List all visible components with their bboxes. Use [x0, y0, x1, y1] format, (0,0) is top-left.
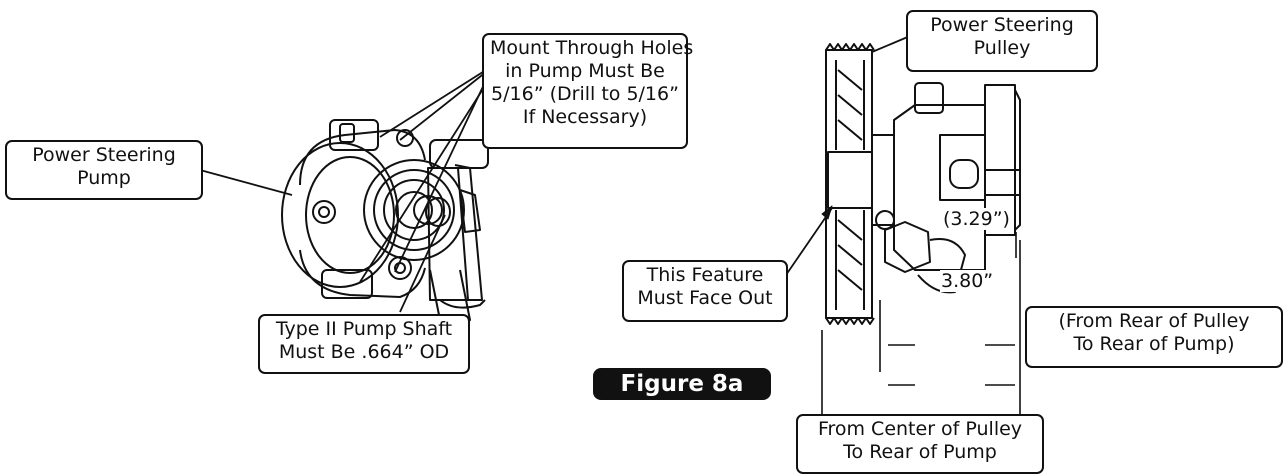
callout-center-note-line-2: To Rear of Pump: [843, 441, 997, 463]
callout-ps-pulley-line-2: Pulley: [973, 37, 1031, 59]
callout-ps-pulley: Power Steering Pulley: [906, 10, 1098, 72]
pump-drawing: [281, 119, 489, 326]
callout-type2-shaft-line-2: Must Be .664” OD: [278, 341, 450, 363]
callout-rear-note-line-2: To Rear of Pump): [1073, 333, 1235, 355]
callout-mount-holes-line-4: If Necessary): [522, 106, 648, 128]
figure-label: Figure 8a: [593, 368, 771, 400]
callout-ps-pulley-line-1: Power Steering: [930, 14, 1074, 36]
callout-type2-shaft-line-1: Type II Pump Shaft: [275, 318, 453, 340]
callout-ps-pump: Power Steering Pump: [5, 140, 203, 200]
callout-rear-note: (From Rear of Pulley To Rear of Pump): [1025, 306, 1283, 368]
dimension-center-to-rear: 3.80”: [940, 270, 995, 292]
callout-rear-note-line-1: (From Rear of Pulley: [1058, 310, 1250, 332]
callout-center-note-line-1: From Center of Pulley: [817, 418, 1023, 440]
callout-feature-out: This Feature Must Face Out: [622, 260, 788, 322]
callout-ps-pump-line-1: Power Steering: [32, 144, 176, 166]
pump-leaders: [199, 69, 491, 313]
callout-mount-holes-line-2: in Pump Must Be: [505, 60, 665, 82]
callout-feature-out-line-2: Must Face Out: [637, 287, 773, 309]
callout-type2-shaft: Type II Pump Shaft Must Be .664” OD: [258, 314, 470, 374]
callout-ps-pump-line-2: Pump: [77, 167, 131, 189]
dimension-rear-to-rear: (3.29”): [942, 208, 1011, 230]
callout-mount-holes-line-1: Mount Through Holes: [490, 37, 694, 59]
callout-feature-out-line-1: This Feature: [646, 264, 764, 286]
callout-mount-holes-line-3: 5/16” (Drill to 5/16”: [491, 83, 679, 105]
callout-center-note: From Center of Pulley To Rear of Pump: [796, 414, 1044, 474]
dimension-lines: [821, 232, 1021, 415]
pulley-leaders: [785, 35, 911, 276]
callout-mount-holes: Mount Through Holes in Pump Must Be 5/16…: [482, 33, 694, 149]
